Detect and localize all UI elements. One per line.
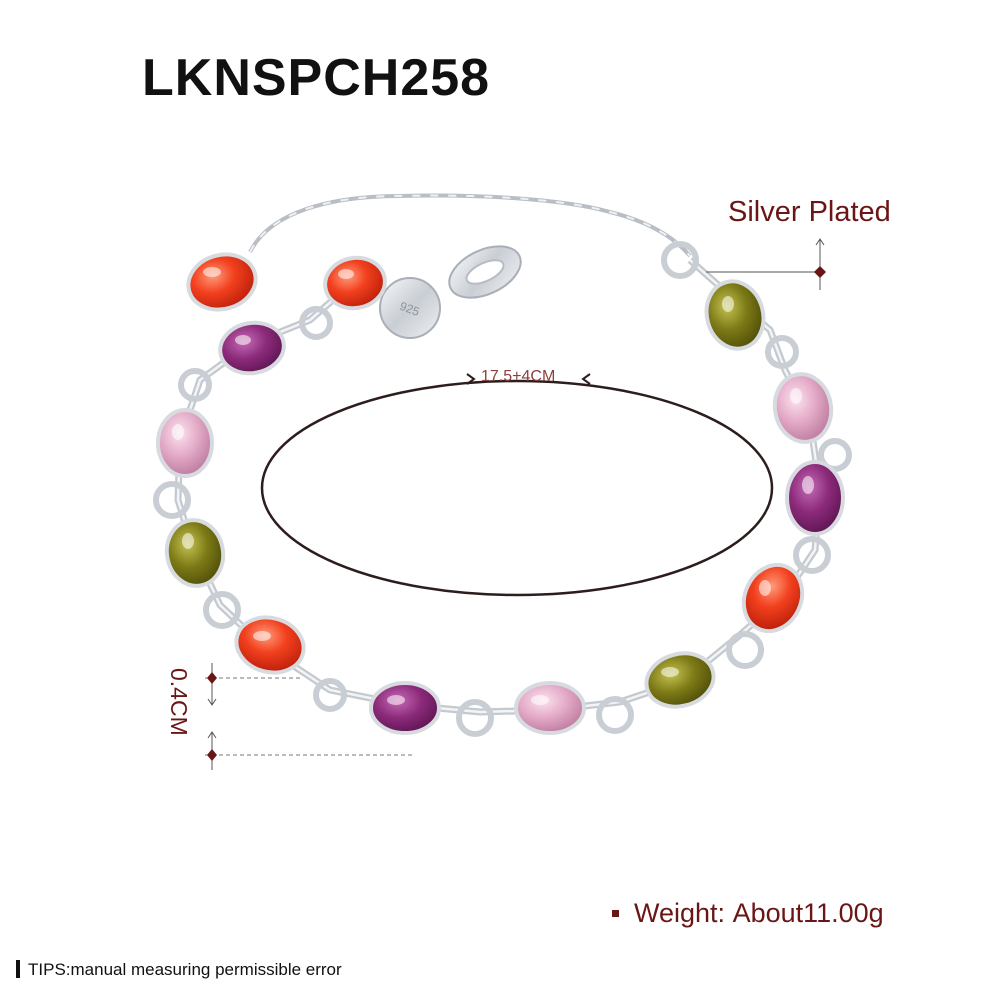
- weight-value: About11.00g: [732, 898, 884, 928]
- stone-olive: [704, 279, 766, 351]
- stone-olive: [164, 518, 226, 588]
- stone-orange: [186, 252, 258, 312]
- tips-text: TIPS:manual measuring permissible error: [28, 959, 342, 979]
- lobster-clasp: [448, 245, 522, 299]
- stone-pink: [156, 408, 214, 478]
- weight-row: Weight: About11.00g: [612, 900, 884, 927]
- stone-orange: [741, 562, 805, 634]
- tips-bar-icon: [16, 960, 20, 978]
- stone-pink: [514, 681, 586, 735]
- tips-row: TIPS:manual measuring permissible error: [16, 960, 342, 978]
- extension-chain: [248, 193, 692, 258]
- stone-width-label: 0.4CM: [166, 668, 192, 736]
- stone-orange: [323, 255, 387, 311]
- stone-purple: [369, 681, 441, 735]
- length-loop: [260, 379, 774, 597]
- width-dimension: [205, 663, 415, 770]
- ring-links: [153, 241, 852, 737]
- material-pointer: [706, 238, 826, 290]
- stone-pink: [772, 372, 834, 444]
- stones: [156, 252, 845, 735]
- product-code: LKNSPCH258: [142, 49, 491, 107]
- length-arrows: [466, 373, 591, 385]
- stone-orange: [234, 615, 306, 675]
- stone-purple: [218, 320, 286, 376]
- bullet-icon: [612, 910, 619, 917]
- material-label: Silver Plated: [728, 196, 891, 228]
- stone-purple: [785, 460, 845, 536]
- stone-olive: [644, 651, 716, 709]
- charm-tag: 925: [379, 277, 441, 339]
- svg-text:925: 925: [398, 299, 422, 319]
- weight-label: Weight:: [634, 898, 726, 928]
- length-label: 17.5+4CM: [481, 368, 556, 385]
- stone-sparkles: [172, 267, 814, 705]
